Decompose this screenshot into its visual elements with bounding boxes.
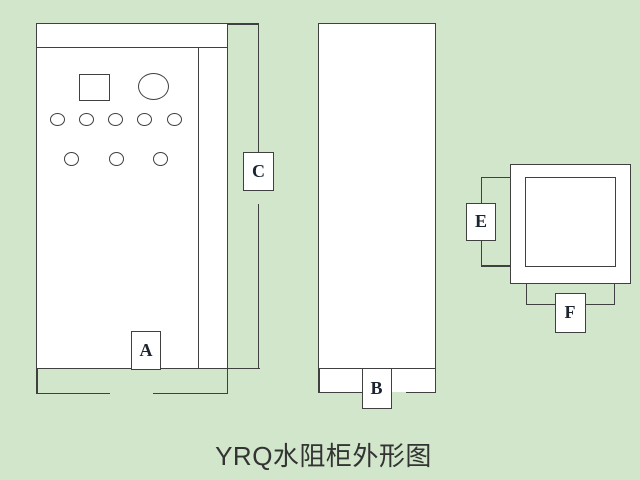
dimension-label-e: E xyxy=(466,202,496,241)
side-base-bottom-line xyxy=(406,391,436,393)
front-base-bottom-line xyxy=(153,392,228,394)
panel-indicator-lamp xyxy=(137,112,152,126)
panel-indicator-lamp xyxy=(49,112,65,126)
panel-indicator-lamp xyxy=(166,112,182,126)
dimension-label-c: C xyxy=(243,151,274,191)
dimension-label-f: F xyxy=(554,292,586,333)
panel-indicator-lamp xyxy=(108,112,123,126)
front-cabinet-outline xyxy=(36,23,228,369)
top-view-inner-square xyxy=(525,176,616,267)
side-base-right-line xyxy=(434,369,436,393)
dimension-e-bottom-extension-line xyxy=(481,265,511,267)
panel-indicator-lamp xyxy=(79,112,94,126)
panel-round-meter xyxy=(138,73,169,100)
panel-square-window xyxy=(79,74,110,101)
front-base-right-line xyxy=(226,369,228,394)
dimension-label-a: A xyxy=(131,331,161,370)
front-door-divider xyxy=(197,48,199,369)
front-base-bottom-line xyxy=(36,392,110,394)
panel-control-button xyxy=(64,151,79,166)
front-top-panel-divider xyxy=(36,46,228,48)
dimension-e-top-extension-line xyxy=(481,176,511,178)
dimension-f-left-extension-line xyxy=(525,283,527,305)
panel-control-button xyxy=(153,151,168,166)
dimension-top-extension-line xyxy=(228,23,259,25)
front-base-left-line xyxy=(36,369,38,394)
dimension-label-b: B xyxy=(361,368,392,409)
panel-control-button xyxy=(108,151,124,166)
dimension-line-c-lower xyxy=(257,203,259,369)
dimension-f-right-extension-line xyxy=(613,283,615,305)
diagram-title: YRQ水阻柜外形图 xyxy=(215,441,432,471)
dimension-bottom-extension-line xyxy=(228,367,260,369)
side-base-bottom-line xyxy=(318,391,363,393)
side-cabinet-outline xyxy=(318,23,436,369)
side-base-left-line xyxy=(318,369,320,393)
dimension-line-c-upper xyxy=(257,23,259,152)
